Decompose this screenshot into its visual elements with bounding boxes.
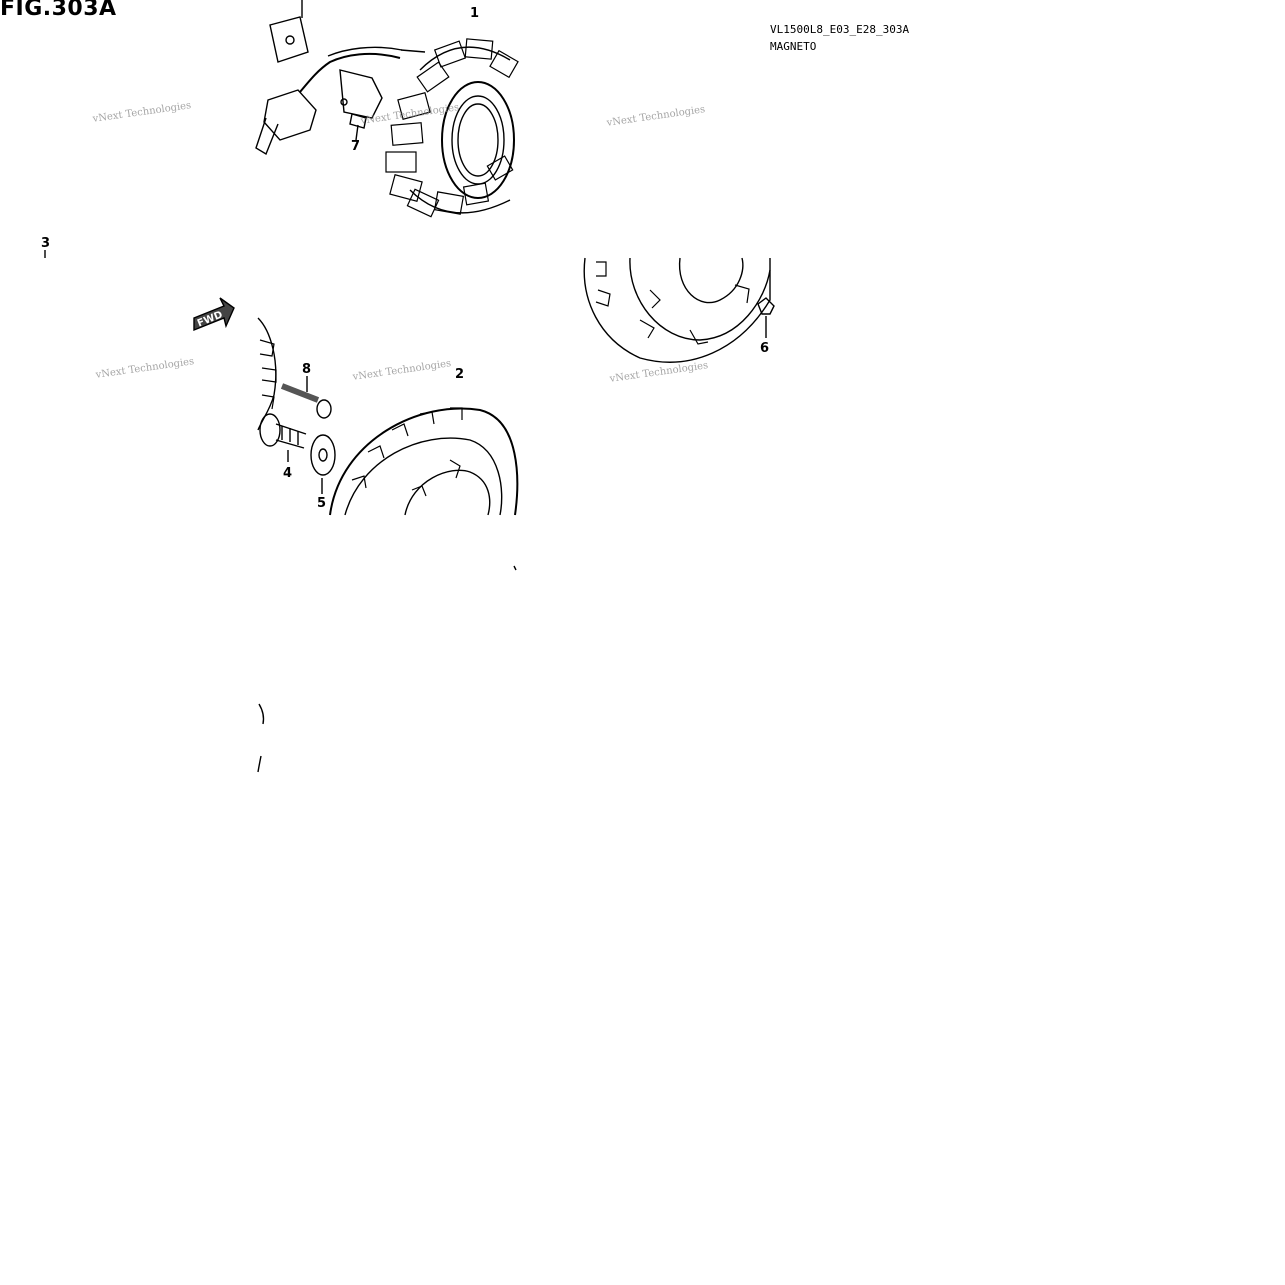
stator-drawing (255, 0, 519, 218)
callout-7[interactable]: 7 (351, 139, 361, 154)
callout-8[interactable]: 8 (302, 362, 312, 377)
callout-1[interactable]: 1 (470, 6, 480, 21)
flywheel-upper-drawing (583, 257, 775, 363)
callout-6[interactable]: 6 (760, 341, 770, 356)
callout-5[interactable]: 5 (317, 496, 327, 511)
callout-4[interactable]: 4 (283, 466, 293, 481)
callout-2[interactable]: 2 (455, 367, 465, 382)
figure-title: FIG.303A (0, 0, 117, 21)
rotor-drawing (257, 317, 519, 516)
fwd-arrow-icon (193, 297, 235, 332)
diagram-name: MAGNETO (770, 40, 817, 53)
callout-3[interactable]: 3 (41, 236, 51, 251)
model-code: VL1500L8_E03_E28_303A (770, 23, 910, 36)
